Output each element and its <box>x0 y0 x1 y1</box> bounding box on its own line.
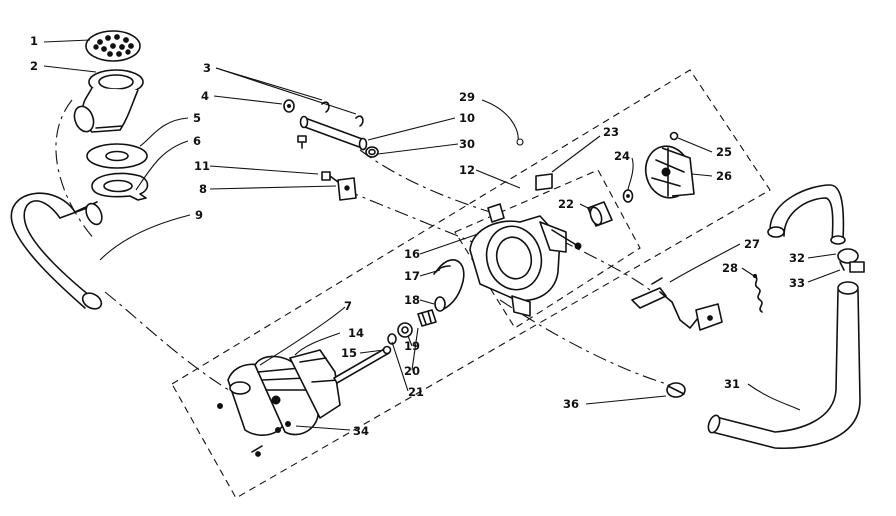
callout-33: 33 <box>789 276 805 290</box>
impeller-shaft <box>333 345 392 384</box>
drain-hose-lower <box>707 281 861 450</box>
bracket <box>321 171 357 201</box>
linkage-arm <box>631 277 723 331</box>
small-washer <box>283 99 295 113</box>
callout-9: 9 <box>195 208 203 222</box>
callout-10: 10 <box>459 111 475 125</box>
callout-22: 22 <box>558 197 574 211</box>
hose-clamp <box>837 248 865 273</box>
strainer-cap <box>85 30 141 62</box>
callout-11: 11 <box>194 159 210 173</box>
callout-17: 17 <box>404 269 420 283</box>
leader-lines <box>43 39 841 431</box>
callout-5: 5 <box>193 111 201 125</box>
pump-body <box>469 203 582 317</box>
sleeve <box>587 201 613 227</box>
callout-31: 31 <box>724 377 740 391</box>
spring <box>752 273 763 313</box>
o-ring <box>365 146 379 158</box>
callout-2: 2 <box>30 59 38 73</box>
pulley <box>644 131 695 199</box>
callout-24: 24 <box>614 149 630 163</box>
drive-shaft <box>299 101 368 151</box>
callout-25: 25 <box>716 145 732 159</box>
callout-20: 20 <box>404 364 420 378</box>
callout-6: 6 <box>193 134 201 148</box>
routing-line-drain <box>499 299 671 386</box>
callout-12: 12 <box>459 163 475 177</box>
gasket <box>91 172 149 201</box>
clip <box>535 173 553 191</box>
callout-30: 30 <box>459 137 475 151</box>
callout-4: 4 <box>201 89 209 103</box>
routing-line-bracket <box>344 189 481 246</box>
callout-16: 16 <box>404 247 420 261</box>
callout-27: 27 <box>744 237 760 251</box>
callout-7: 7 <box>344 299 352 313</box>
seal-washer <box>434 296 446 312</box>
callout-15: 15 <box>341 346 357 360</box>
washer-small <box>622 189 634 203</box>
washer <box>86 143 148 169</box>
callout-34: 34 <box>353 424 369 438</box>
routing-line-left <box>55 99 96 241</box>
hose-connector <box>666 382 686 398</box>
callout-26: 26 <box>716 169 732 183</box>
routing-line-top <box>359 149 501 216</box>
shaft-screw <box>297 135 307 149</box>
callout-21: 21 <box>408 385 424 399</box>
callout-28: 28 <box>722 261 738 275</box>
inlet-hose <box>10 192 103 310</box>
pump-group-frame <box>171 69 771 499</box>
callout-1: 1 <box>30 34 38 48</box>
small-o-ring <box>387 333 397 345</box>
inlet-elbow <box>73 69 144 133</box>
callout-36: 36 <box>563 397 579 411</box>
seal-spring <box>417 309 437 327</box>
seal-cup <box>397 322 413 338</box>
callout-19: 19 <box>404 339 420 353</box>
coupling-group-frame <box>454 169 641 329</box>
callout-23: 23 <box>603 125 619 139</box>
clamp-ring <box>433 259 465 311</box>
callout-18: 18 <box>404 293 420 307</box>
drain-hose-upper <box>767 184 846 245</box>
callout-8: 8 <box>199 182 207 196</box>
routing-line-right <box>559 239 651 291</box>
callout-32: 32 <box>789 251 805 265</box>
routing-line-bottom <box>104 291 233 393</box>
callout-29: 29 <box>459 90 475 104</box>
callout-14: 14 <box>348 326 364 340</box>
pump-housing <box>217 349 341 457</box>
callout-3: 3 <box>203 61 211 75</box>
